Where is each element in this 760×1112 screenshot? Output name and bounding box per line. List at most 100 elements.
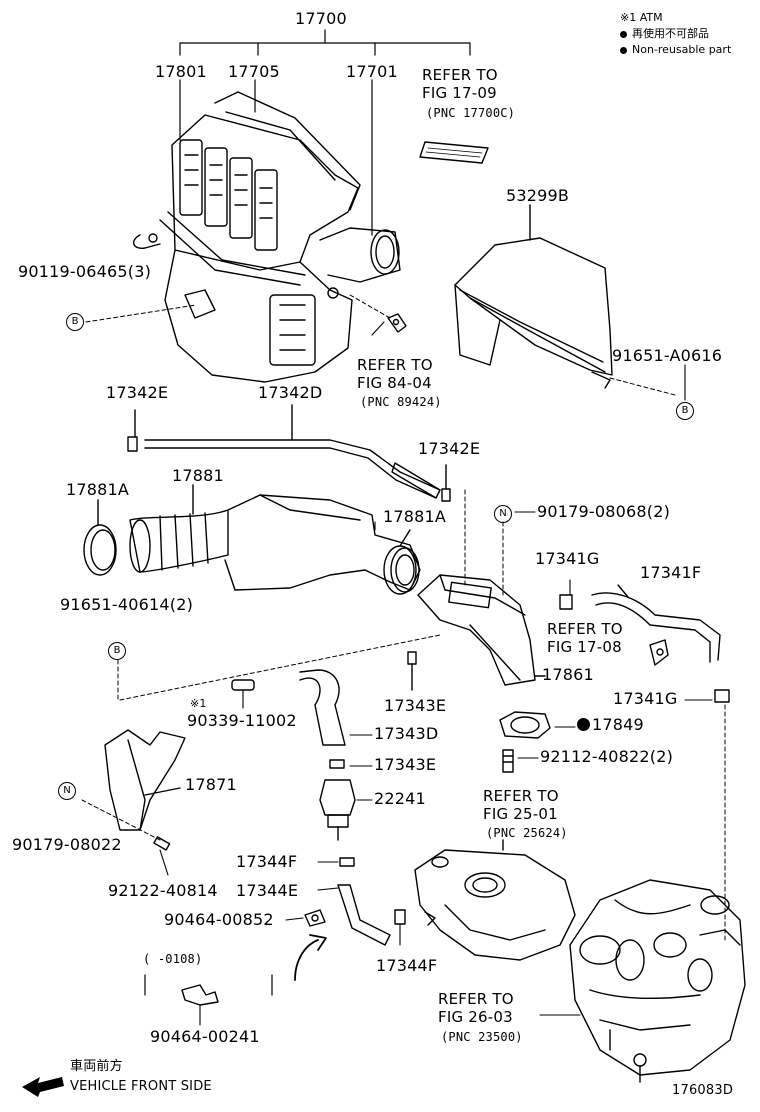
bullet-icon	[620, 46, 627, 54]
part-17344f-a[interactable]: 17344F	[236, 852, 298, 871]
part-17342e-b[interactable]: 17342E	[418, 439, 481, 458]
ref-17-08-link[interactable]: FIG 17-08	[547, 638, 622, 656]
ref-26-03-pnc: (PNC 23500)	[441, 1030, 523, 1044]
part-17701[interactable]: 17701	[346, 62, 398, 81]
bolt-92112	[502, 749, 514, 773]
intake-hose-17881	[129, 484, 421, 593]
ref-84-04-pnc: (PNC 89424)	[360, 395, 442, 409]
legend-non-reusable-jp: 再使用不可部品	[620, 26, 731, 42]
direction-arrow	[294, 939, 319, 981]
marker-n-2: N	[58, 782, 76, 800]
part-17341g-b[interactable]: 17341G	[613, 689, 678, 708]
bolt-89424	[387, 313, 407, 333]
marker-n-1: N	[494, 505, 512, 523]
legend-non-reusable-en: Non-reusable part	[620, 42, 731, 58]
ref-17-09-line1: REFER TO	[422, 66, 498, 84]
clamp-17881a-left	[83, 499, 117, 576]
part-17871[interactable]: 17871	[185, 775, 237, 794]
date-bracket	[144, 974, 273, 996]
part-17343d[interactable]: 17343D	[374, 724, 439, 743]
part-17342d[interactable]: 17342D	[258, 383, 323, 402]
ref-25-01-line1: REFER TO	[483, 787, 559, 805]
marker-b-3: B	[108, 642, 126, 660]
ref-26-03-line1: REFER TO	[438, 990, 514, 1008]
part-17881[interactable]: 17881	[172, 466, 224, 485]
ref-25-01-pnc: (PNC 25624)	[486, 826, 568, 840]
throttle-body	[414, 839, 576, 961]
atm-note-90339: ※1	[190, 697, 207, 710]
clip-90464-00241	[181, 984, 219, 1006]
part-90464-00852[interactable]: 90464-00852	[164, 910, 274, 929]
intake-manifold	[569, 879, 746, 1083]
ref-84-04-line1: REFER TO	[357, 356, 433, 374]
part-17861[interactable]: 17861	[542, 665, 594, 684]
part-17700[interactable]: 17700	[295, 9, 347, 28]
part-22241[interactable]: 22241	[374, 789, 426, 808]
part-90339-11002[interactable]: 90339-11002	[187, 711, 297, 730]
part-17343e-a[interactable]: 17343E	[384, 696, 447, 715]
non-reusable-dot-icon	[577, 718, 590, 731]
part-53299b[interactable]: 53299B	[506, 186, 570, 205]
part-17341f[interactable]: 17341F	[640, 563, 702, 582]
hose-17343d	[299, 651, 417, 746]
bolt-92122	[153, 836, 171, 851]
clamp-17343e	[329, 759, 345, 769]
part-92112-40822[interactable]: 92112-40822(2)	[540, 747, 674, 766]
intake-connector-17861	[417, 574, 546, 686]
dashed-leader	[85, 294, 391, 323]
part-17849[interactable]: 17849	[577, 716, 644, 734]
bullet-icon	[620, 30, 627, 38]
part-17881a-a[interactable]: 17881A	[66, 480, 130, 499]
part-17343e-b[interactable]: 17343E	[374, 755, 437, 774]
part-91651-a0616[interactable]: 91651-A0616	[612, 346, 723, 365]
air-cleaner-case	[133, 91, 401, 383]
hose-17342d	[127, 404, 451, 502]
ref-17-08-line1: REFER TO	[547, 620, 623, 638]
part-17344f-b[interactable]: 17344F	[376, 956, 438, 975]
marker-b-2: B	[676, 402, 694, 420]
part-92122-40814[interactable]: 92122-40814	[108, 881, 218, 900]
part-17801[interactable]: 17801	[155, 62, 207, 81]
legend-atm-note: ※1 ATM	[620, 11, 663, 24]
part-17849-label: 17849	[592, 715, 644, 734]
front-arrow-icon	[22, 1077, 64, 1097]
front-label-en: VEHICLE FRONT SIDE	[70, 1079, 212, 1094]
clamp-17344f-a	[339, 857, 355, 867]
clamp-17341g-a	[559, 594, 573, 610]
ref-26-03-link[interactable]: FIG 26-03	[438, 1008, 513, 1026]
hose-17341f	[591, 584, 721, 663]
cover-53299b	[454, 204, 613, 389]
legend-non-reusable-jp-text: 再使用不可部品	[632, 27, 709, 40]
clamp-90464-00852	[304, 909, 326, 927]
bracket-17871	[104, 729, 186, 831]
part-17705[interactable]: 17705	[228, 62, 280, 81]
figure-id: 176083D	[672, 1083, 734, 1098]
legend: ※1 ATM 再使用不可部品 Non-reusable part	[620, 10, 731, 58]
ref-84-04-link[interactable]: FIG 84-04	[357, 374, 432, 392]
clip-17-08	[649, 639, 669, 666]
part-90464-00241[interactable]: 90464-00241	[150, 1027, 260, 1046]
marker-b-1: B	[66, 313, 84, 331]
part-90179-08022[interactable]: 90179-08022	[12, 835, 122, 854]
plug-90339	[231, 679, 255, 691]
ref-17-09-link[interactable]: FIG 17-09	[422, 84, 497, 102]
clamp-17341g-b	[714, 689, 730, 703]
ref-17-09-pnc: (PNC 17700C)	[426, 106, 516, 120]
gasket-17849	[499, 711, 551, 739]
clamp-17881a-right	[383, 529, 417, 595]
part-90119-06465[interactable]: 90119-06465(3)	[18, 262, 152, 281]
clamp-17344f-b	[394, 909, 406, 925]
part-17881a-b[interactable]: 17881A	[383, 507, 447, 526]
front-label-jp: 車両前方	[70, 1059, 123, 1074]
part-17342e-a[interactable]: 17342E	[106, 383, 169, 402]
part-17344e[interactable]: 17344E	[236, 881, 299, 900]
vsv-22241	[319, 779, 356, 841]
date-range: ( -0108)	[143, 952, 203, 966]
part-17341g-a[interactable]: 17341G	[535, 549, 600, 568]
label-plate	[419, 141, 489, 164]
ref-25-01-link[interactable]: FIG 25-01	[483, 805, 558, 823]
legend-non-reusable-en-text: Non-reusable part	[632, 43, 732, 56]
hose-17344e	[337, 884, 391, 946]
part-90179-08068[interactable]: 90179-08068(2)	[537, 502, 671, 521]
part-91651-40614[interactable]: 91651-40614(2)	[60, 595, 194, 614]
